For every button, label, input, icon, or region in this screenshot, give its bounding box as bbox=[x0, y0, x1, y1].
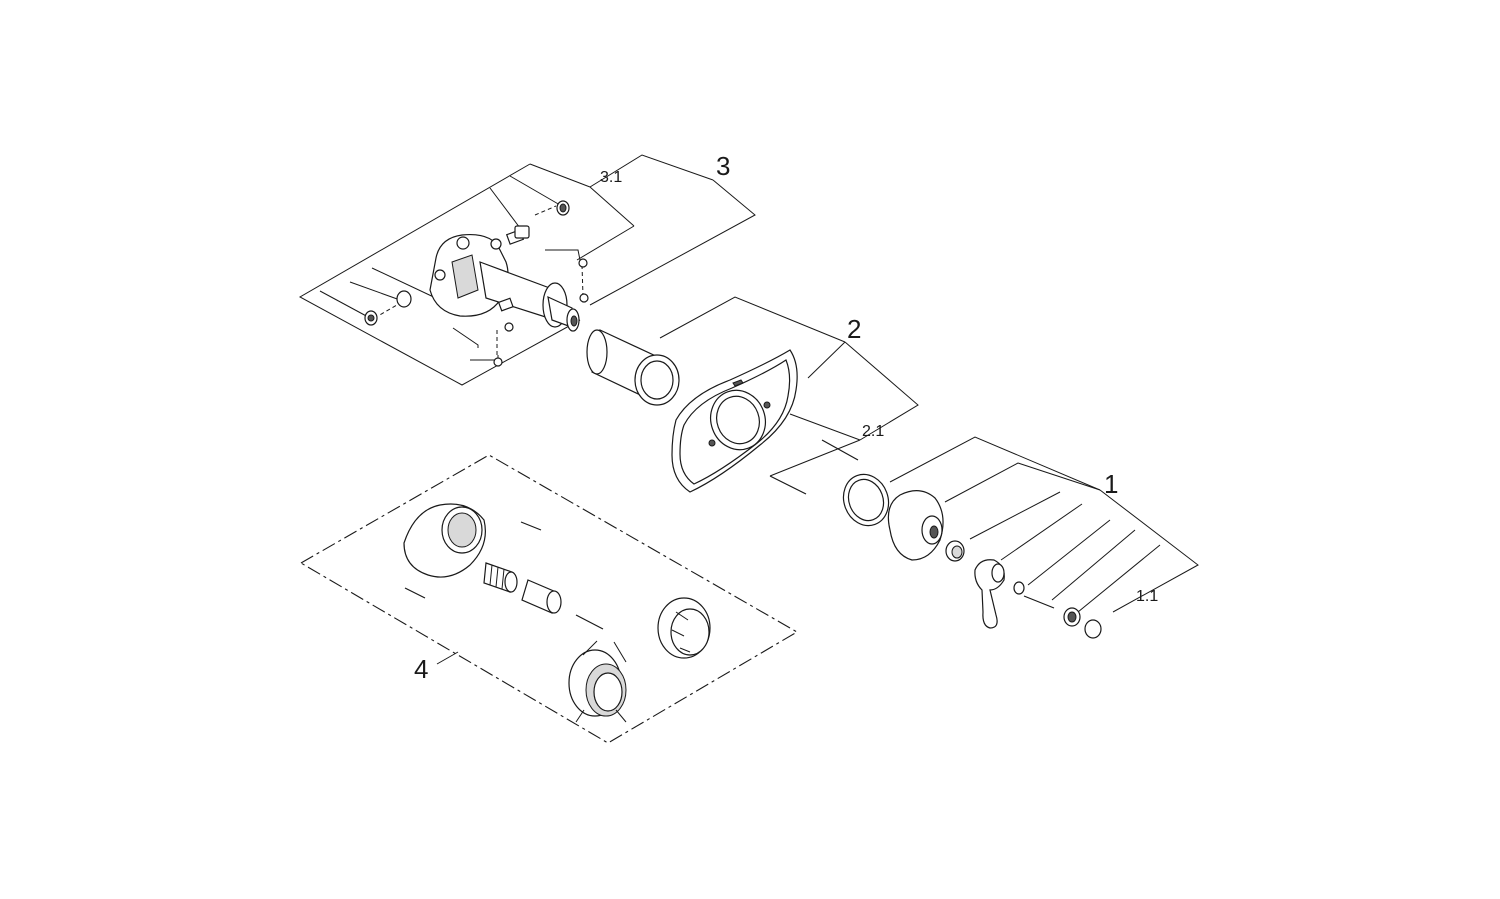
label-3: 3 bbox=[716, 151, 730, 181]
callout-line-4 bbox=[436, 651, 459, 665]
callout-lines-3 bbox=[298, 154, 756, 386]
extension-sleeve bbox=[586, 329, 680, 406]
group-4-service-kit bbox=[299, 454, 799, 744]
group-2-escutcheon bbox=[659, 296, 919, 495]
valve-body bbox=[429, 229, 580, 332]
label-2-1: 2.1 bbox=[862, 423, 884, 440]
kit-parts bbox=[403, 503, 711, 723]
group-1-handle bbox=[842, 436, 1199, 639]
label-1-1: 1.1 bbox=[1136, 588, 1158, 605]
label-2: 2 bbox=[847, 314, 861, 344]
callout-labels: 3 3.1 2 2.1 1 1.1 4 bbox=[414, 151, 1158, 684]
screws-2-1 bbox=[769, 439, 859, 495]
label-1: 1 bbox=[1104, 469, 1118, 499]
group-3-valve-body bbox=[298, 154, 756, 386]
callout-lines-1 bbox=[889, 436, 1199, 613]
callout-lines-2 bbox=[659, 296, 919, 477]
label-4: 4 bbox=[414, 654, 428, 684]
label-3-1: 3.1 bbox=[600, 169, 622, 186]
valve-small-parts bbox=[364, 200, 589, 367]
